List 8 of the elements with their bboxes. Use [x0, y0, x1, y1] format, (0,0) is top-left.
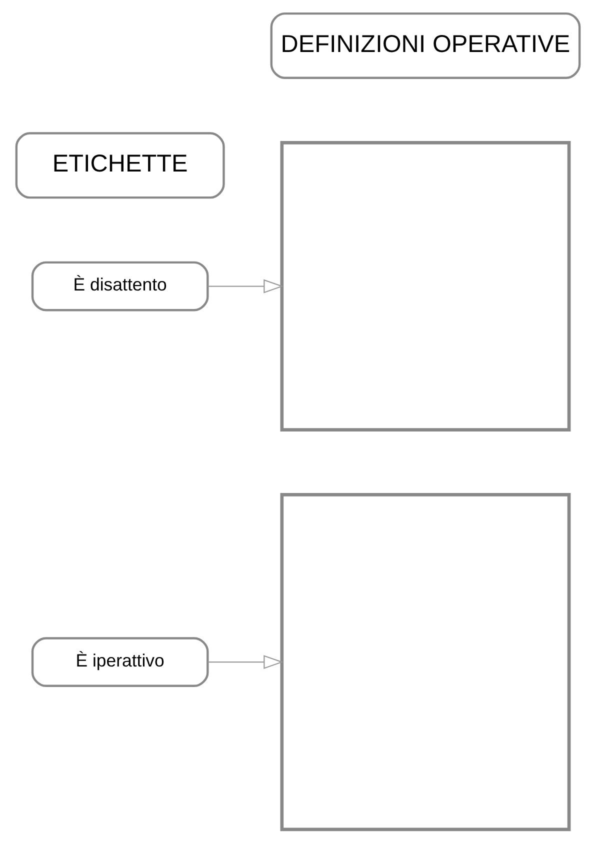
node-box: È disattento — [30, 260, 208, 311]
arrow — [207, 654, 284, 669]
node-box: È iperattivo — [30, 636, 208, 686]
node-box: ETICHETTE — [14, 132, 224, 198]
node-box — [280, 140, 570, 431]
node-box: DEFINIZIONI OPERATIVE — [270, 12, 580, 78]
arrow — [207, 278, 284, 293]
node-box — [280, 492, 570, 831]
